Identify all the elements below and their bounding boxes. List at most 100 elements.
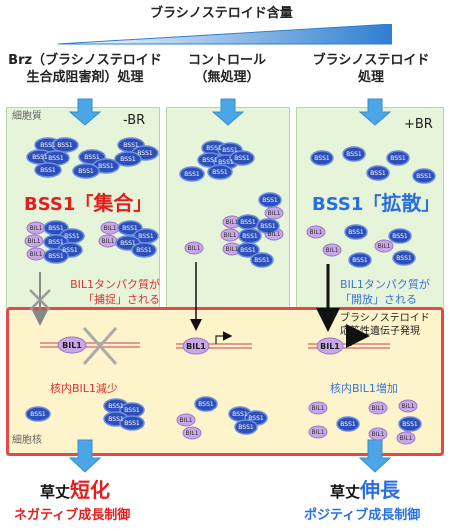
- svg-text:BSS1: BSS1: [78, 168, 94, 175]
- left-outcome: 草丈短化: [40, 478, 111, 502]
- gradient-wedge: [58, 24, 392, 45]
- right-transcription-arrow: [346, 324, 370, 348]
- svg-text:BSS1: BSS1: [40, 142, 56, 149]
- svg-text:BIL1: BIL1: [225, 246, 238, 253]
- svg-text:BIL1: BIL1: [311, 405, 324, 412]
- center-transcription-arrow: [215, 331, 233, 344]
- svg-text:BIL1: BIL1: [399, 435, 412, 442]
- top-arrow-left: [68, 98, 102, 126]
- svg-text:BSS1: BSS1: [120, 156, 136, 163]
- svg-text:BIL1: BIL1: [187, 245, 200, 252]
- svg-text:BSS1: BSS1: [352, 257, 368, 264]
- left-nuclear-x: [82, 327, 118, 365]
- svg-text:BIL1: BIL1: [29, 251, 42, 258]
- right-state-label: BSS1「拡散」: [312, 191, 440, 215]
- svg-text:BSS1: BSS1: [346, 151, 362, 158]
- svg-text:BSS1: BSS1: [240, 247, 256, 254]
- left-protein-text: BIL1タンパク質が 「捕捉」される: [70, 278, 160, 306]
- svg-text:BIL1: BIL1: [377, 243, 390, 250]
- svg-text:BSS1: BSS1: [40, 167, 56, 174]
- svg-text:BSS1: BSS1: [108, 403, 124, 410]
- center-bss1-cluster: [179, 140, 255, 182]
- svg-text:BSS1: BSS1: [120, 240, 136, 247]
- column-heading-center: コントロール （無処理）: [187, 53, 266, 85]
- svg-text:BSS1: BSS1: [64, 233, 80, 240]
- cytoplasm-label: 細胞質: [12, 111, 42, 122]
- left-bss1-cluster: [26, 137, 159, 179]
- svg-text:BSS1: BSS1: [314, 155, 330, 162]
- right-outcome: 草丈伸長: [330, 478, 401, 502]
- svg-text:BSS1: BSS1: [136, 247, 152, 254]
- svg-text:BSS1: BSS1: [137, 150, 153, 157]
- left-block-x: [29, 289, 51, 311]
- svg-text:BIL1: BIL1: [186, 342, 206, 351]
- svg-text:BSS1: BSS1: [240, 219, 256, 226]
- svg-text:BIL1: BIL1: [311, 429, 324, 436]
- svg-text:BIL1: BIL1: [267, 231, 280, 238]
- svg-text:BSS1: BSS1: [48, 155, 64, 162]
- svg-text:BIL1: BIL1: [103, 225, 116, 232]
- svg-text:BIL1: BIL1: [401, 403, 414, 410]
- svg-text:BIL1: BIL1: [179, 417, 192, 424]
- svg-text:BSS1: BSS1: [392, 233, 408, 240]
- svg-text:BSS1: BSS1: [57, 142, 73, 149]
- svg-text:BIL1: BIL1: [320, 342, 340, 351]
- svg-text:BIL1: BIL1: [27, 238, 40, 245]
- svg-text:BSS1: BSS1: [212, 169, 228, 176]
- svg-text:BIL1: BIL1: [371, 405, 384, 412]
- right-protein-text: BIL1タンパク質が 「開放」される: [340, 278, 430, 306]
- svg-text:BSS1: BSS1: [62, 247, 78, 254]
- svg-text:BSS1: BSS1: [232, 411, 248, 418]
- svg-text:BSS1: BSS1: [184, 171, 200, 178]
- svg-text:BSS1: BSS1: [48, 225, 64, 232]
- svg-text:BSS1: BSS1: [248, 415, 264, 422]
- svg-text:BSS1: BSS1: [222, 147, 238, 154]
- left-nuclear-bil1: [57, 336, 87, 354]
- svg-text:BSS1: BSS1: [48, 239, 64, 246]
- svg-text:BSS1: BSS1: [124, 420, 140, 427]
- bottom-arrow-left: [68, 439, 102, 473]
- nucleus-label: 細胞核: [12, 435, 42, 446]
- svg-text:BSS1: BSS1: [396, 255, 412, 262]
- left-state-label: BSS1「集合」: [24, 191, 152, 215]
- right-nuclear-bil1: [316, 337, 344, 355]
- svg-text:BSS1: BSS1: [98, 163, 114, 170]
- svg-text:BSS1: BSS1: [416, 173, 432, 180]
- svg-text:BSS1: BSS1: [124, 407, 140, 414]
- svg-text:BSS1: BSS1: [348, 229, 364, 236]
- svg-text:BSS1: BSS1: [108, 416, 124, 423]
- svg-text:BIL1: BIL1: [267, 210, 280, 217]
- svg-text:BSS1: BSS1: [84, 154, 100, 161]
- svg-text:BSS1: BSS1: [30, 411, 46, 418]
- svg-text:BIL1: BIL1: [223, 232, 236, 239]
- gene-expression-text: ブラシノステロイド 応答性遺伝子発現: [340, 313, 430, 337]
- svg-text:BIL1: BIL1: [225, 219, 238, 226]
- svg-text:BSS1: BSS1: [234, 155, 250, 162]
- column-heading-right: ブラシノステロイド 処理: [312, 53, 430, 85]
- svg-text:BSS1: BSS1: [340, 421, 356, 428]
- svg-text:BSS1: BSS1: [262, 197, 278, 204]
- right-outcome-caption: ポジティブ成長制御: [304, 508, 421, 523]
- left-dna: [40, 342, 140, 348]
- svg-text:BSS1: BSS1: [32, 154, 48, 161]
- svg-text:BSS1: BSS1: [254, 257, 270, 264]
- svg-text:BSS1: BSS1: [138, 233, 154, 240]
- svg-text:BSS1: BSS1: [390, 155, 406, 162]
- svg-text:BIL1: BIL1: [309, 229, 322, 236]
- header-title: ブラシノステロイド含量: [150, 6, 293, 21]
- left-outcome-caption: ネガティブ成長制御: [14, 508, 131, 523]
- center-nuclear-bil1: [182, 337, 210, 355]
- svg-text:BSS1: BSS1: [122, 225, 138, 232]
- svg-text:BSS1: BSS1: [402, 421, 418, 428]
- svg-text:BSS1: BSS1: [238, 424, 254, 431]
- svg-text:BSS1: BSS1: [206, 145, 222, 152]
- right-nuclear-text: 核内BIL1増加: [330, 382, 398, 395]
- bottom-arrow-right: [358, 439, 392, 473]
- svg-text:BSS1: BSS1: [370, 170, 386, 177]
- svg-text:BSS1: BSS1: [218, 159, 234, 166]
- svg-text:BSS1: BSS1: [242, 233, 258, 240]
- svg-text:BIL1: BIL1: [185, 430, 198, 437]
